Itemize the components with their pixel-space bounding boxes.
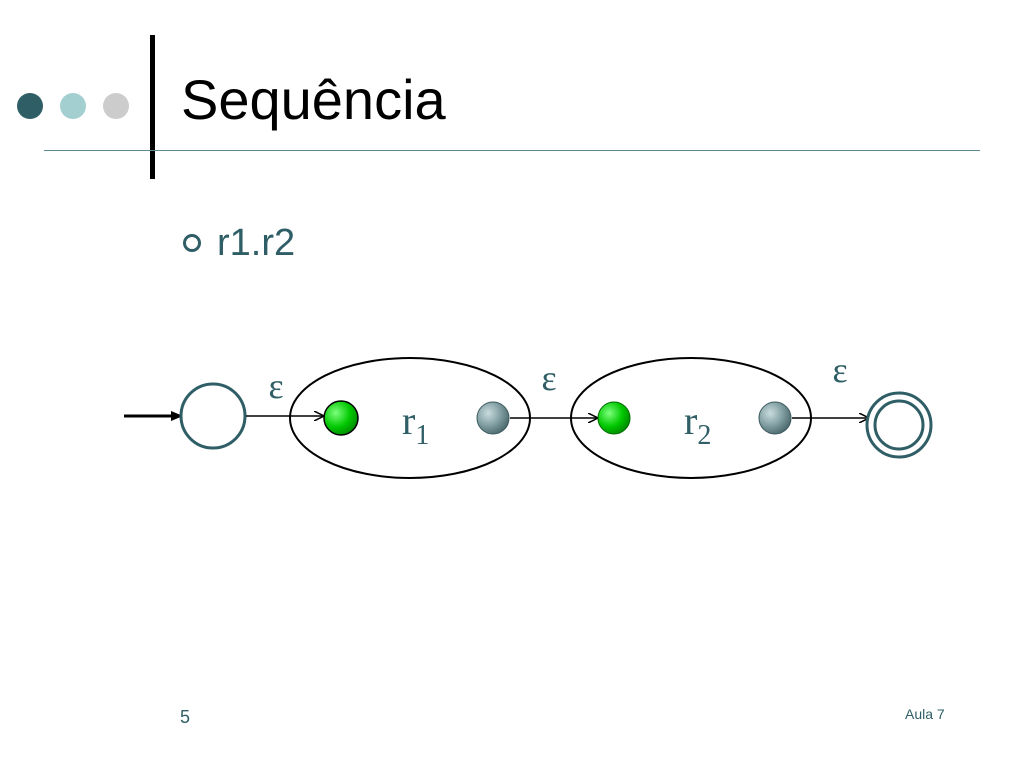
ring-bullet-icon xyxy=(183,234,201,252)
footer-label: Aula 7 xyxy=(905,706,945,722)
r2-label-base: r xyxy=(684,398,697,443)
r1-start-state xyxy=(323,400,359,436)
final-state-inner xyxy=(873,399,925,451)
r1-label-base: r xyxy=(402,398,415,443)
r2-end-state xyxy=(758,401,792,435)
r1-label: r1 xyxy=(402,398,429,451)
page-title: Sequência xyxy=(181,68,446,131)
r2-label: r2 xyxy=(684,398,711,451)
decor-dot-dark xyxy=(17,93,43,119)
r2-start-state xyxy=(597,401,631,435)
epsilon-label-2: ε xyxy=(541,358,556,398)
title-vertical-bar xyxy=(150,35,155,179)
initial-state xyxy=(179,382,247,450)
decor-dot-light xyxy=(60,93,86,119)
epsilon-label-3: ε xyxy=(832,350,847,390)
decor-dot-gray xyxy=(103,93,129,119)
final-state-outer xyxy=(865,391,933,459)
bullet-item: r1.r2 xyxy=(183,224,295,262)
r2-label-sub: 2 xyxy=(697,420,711,451)
r1-end-state xyxy=(476,401,510,435)
epsilon-label-1: ε xyxy=(268,366,283,406)
page-number: 5 xyxy=(180,707,191,727)
bullet-text: r1.r2 xyxy=(217,222,296,264)
r1-label-sub: 1 xyxy=(415,420,429,451)
title-underline xyxy=(44,150,980,151)
